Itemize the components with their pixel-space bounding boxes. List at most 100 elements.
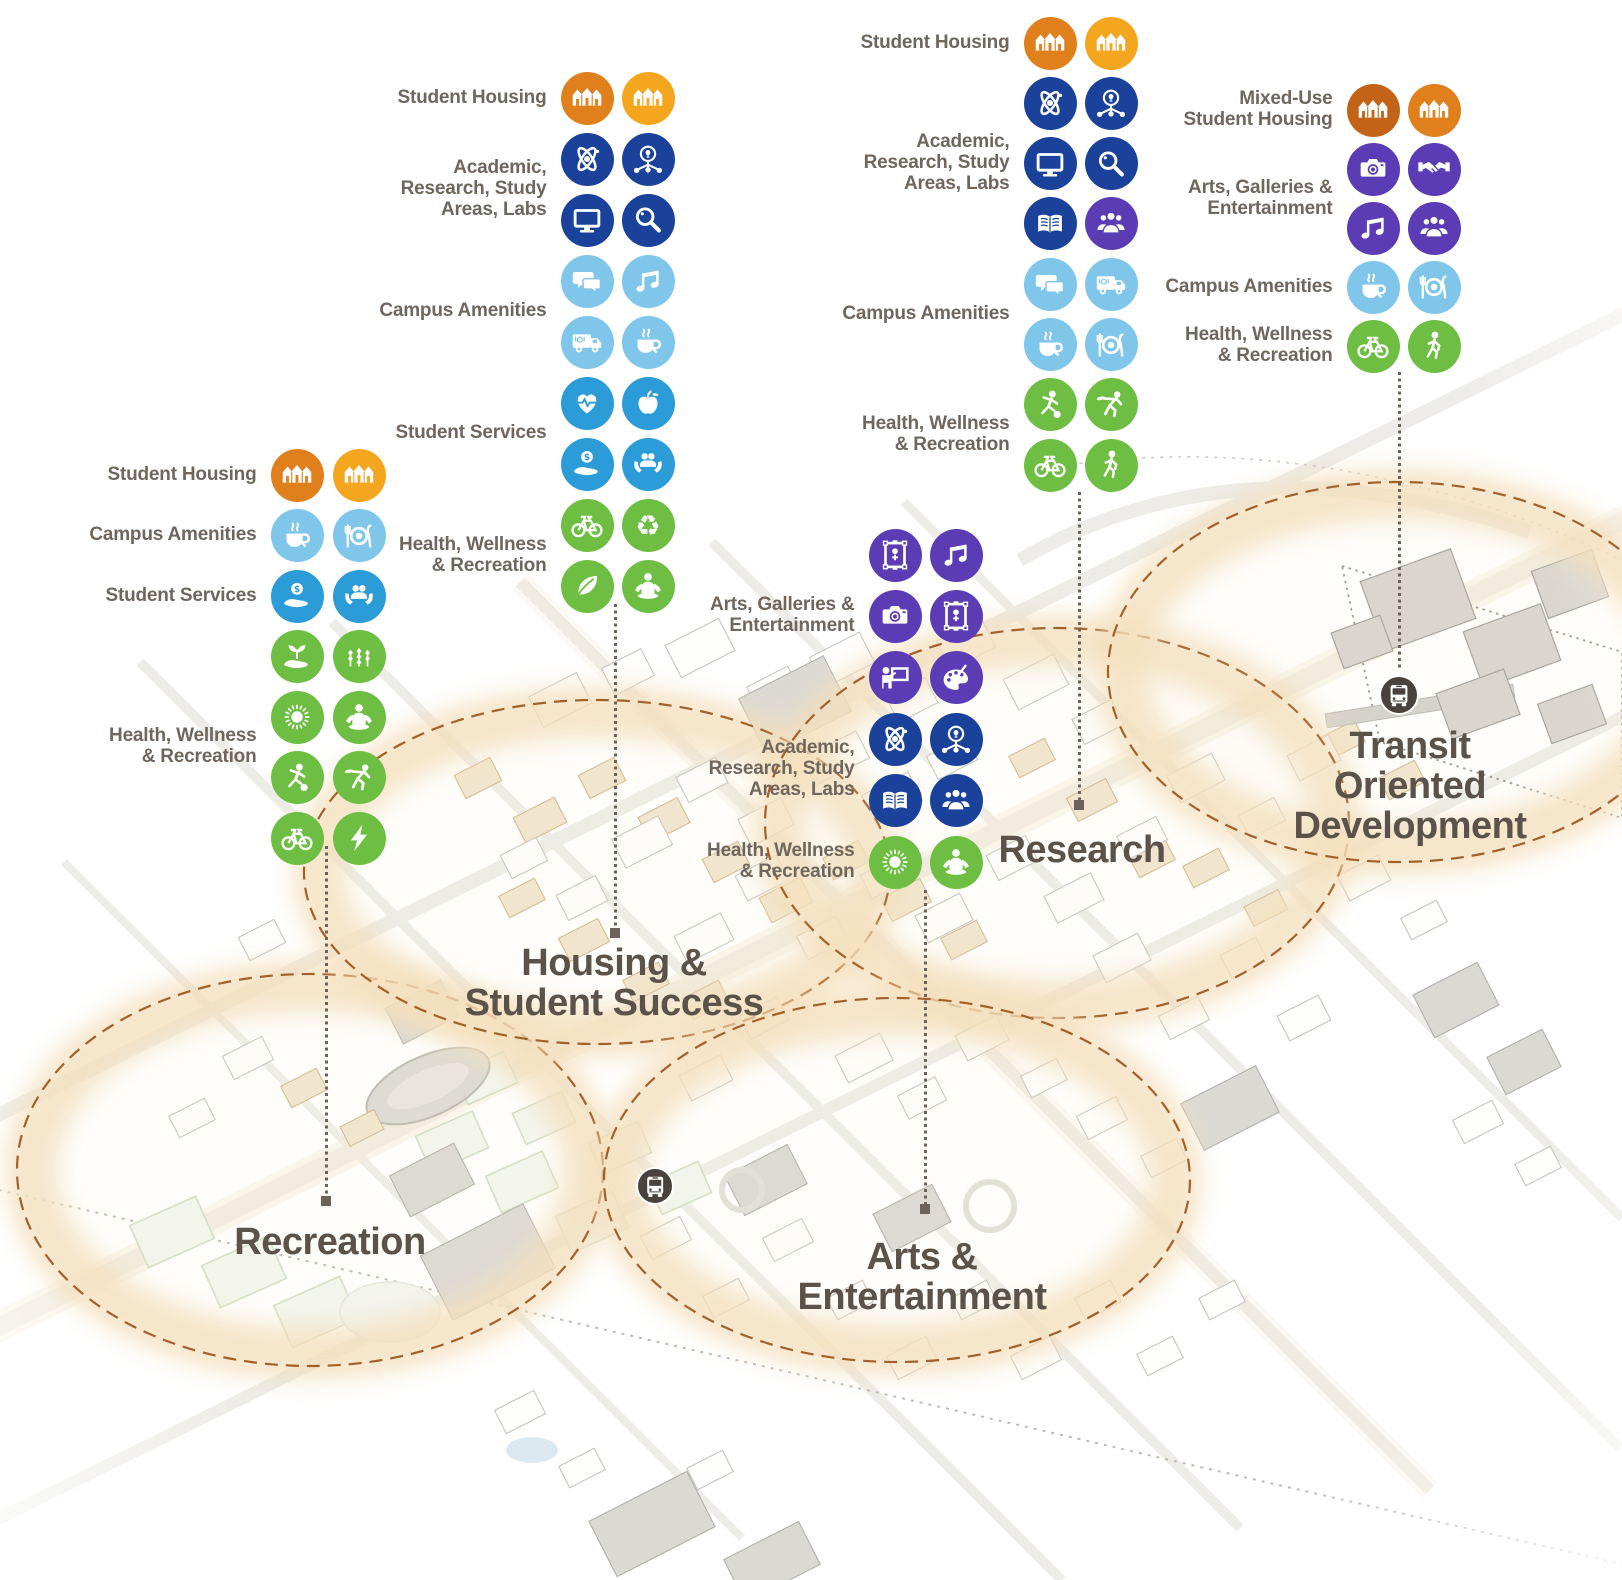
forkplate-icon (1084, 318, 1138, 371)
leader-line-recreation (324, 846, 328, 1196)
coffee-icon (1023, 318, 1077, 371)
forkplate-icon (332, 509, 386, 562)
legend-group-label: Health, Wellness & Recreation (109, 725, 257, 768)
sun-icon (868, 835, 922, 889)
legend-group-label: Student Housing (107, 463, 257, 485)
legend-group-label: Academic, Research, Study Areas, Labs (708, 737, 855, 801)
housing-icon (621, 71, 675, 125)
recycle-icon (621, 498, 675, 552)
district-label-research: Research (998, 829, 1166, 871)
coffee-icon (1346, 260, 1400, 314)
district-label-housing-student-success: Housing & Student Success (464, 942, 764, 1024)
legend-group-label: Academic, Research, Study Areas, Labs (400, 157, 547, 220)
bike-icon (270, 811, 324, 865)
leader-marker-housing-student-success (610, 928, 620, 938)
leader-line-research (1077, 492, 1081, 800)
housing-icon (1023, 16, 1077, 70)
legend-group-label: Student Services (105, 584, 257, 606)
foodtruck-icon (1084, 257, 1138, 311)
atom-icon (868, 712, 922, 766)
bulbnet-icon (929, 712, 983, 766)
district-label-recreation: Recreation (234, 1221, 426, 1263)
leader-line-housing-student-success (613, 604, 617, 928)
coffee-icon (621, 315, 675, 369)
bike-icon (560, 498, 614, 552)
walk-icon (1084, 438, 1138, 492)
legend-group-label: Student Housing (860, 31, 1010, 53)
housing-icon (560, 71, 614, 125)
atom-icon (560, 132, 614, 186)
district-label-transit-oriented-development: Transit Oriented Development (1293, 725, 1527, 847)
legend-group-label: Student Housing (397, 86, 547, 108)
district-label-arts-entertainment: Arts & Entertainment (797, 1236, 1047, 1318)
leader-marker-research (1074, 800, 1084, 810)
coffee-icon (270, 509, 324, 562)
chat-icon (560, 254, 614, 308)
housing-icon (1084, 16, 1138, 70)
transit-station-bus-icon (1379, 675, 1419, 715)
magnifier-icon (621, 193, 675, 247)
lightning-icon (332, 811, 386, 865)
soccer-icon (1023, 378, 1077, 432)
soccer-icon (270, 751, 324, 804)
transit-station-bus-icon (636, 1167, 674, 1205)
presenter-icon (868, 651, 922, 705)
legend-group-label: Campus Amenities (842, 302, 1010, 324)
district-circle-recreation (5, 960, 615, 1380)
music-icon (1346, 201, 1400, 255)
camera-icon (868, 589, 922, 643)
leader-line-transit-oriented-development (1397, 372, 1401, 668)
monitor-icon (1023, 137, 1077, 191)
book-icon (868, 774, 922, 828)
legend-group-label: Arts, Galleries & Entertainment (710, 594, 855, 637)
people-icon (1407, 201, 1461, 255)
camera-icon (1346, 142, 1400, 196)
peoplehands-icon (621, 437, 675, 491)
heartpulse-icon (560, 376, 614, 430)
foodtruck-icon (560, 315, 614, 369)
bike-icon (1023, 438, 1077, 492)
frisbee-icon (332, 751, 386, 804)
people-icon (929, 774, 983, 828)
leader-marker-arts-entertainment (920, 1204, 930, 1214)
wheat-icon (332, 630, 386, 683)
meditate-icon (929, 835, 983, 889)
frisbee-icon (1084, 378, 1138, 432)
frame-icon (929, 589, 983, 643)
walk-icon (1407, 319, 1461, 373)
meditate-icon (332, 690, 386, 744)
peoplehands-icon (332, 569, 386, 623)
book-icon (1023, 197, 1077, 251)
sun-icon (270, 690, 324, 744)
district-circle-arts-entertainment (592, 984, 1202, 1376)
housing-icon (270, 448, 324, 502)
leaf-icon (560, 559, 614, 613)
bulbnet-icon (621, 132, 675, 186)
frame-icon (868, 528, 922, 582)
housing-icon (332, 448, 386, 502)
palette-icon (929, 651, 983, 705)
legend-group-label: Arts, Galleries & Entertainment (1188, 176, 1333, 219)
legend-group-label: Academic, Research, Study Areas, Labs (863, 131, 1010, 195)
dollarhand-icon (560, 437, 614, 491)
music-icon (621, 254, 675, 308)
monitor-icon (560, 193, 614, 247)
legend-group-label: Health, Wellness & Recreation (707, 840, 855, 882)
music-icon (929, 528, 983, 582)
bulbnet-icon (1084, 76, 1138, 130)
chat-icon (1023, 257, 1077, 311)
apple-icon (621, 376, 675, 430)
housing-icon (1407, 83, 1461, 137)
leader-marker-recreation (321, 1196, 331, 1206)
housing-icon (1346, 83, 1400, 137)
legend-group-label: Mixed-Use Student Housing (1183, 88, 1333, 130)
forkplate-icon (1407, 260, 1461, 314)
legend-group-label: Health, Wellness & Recreation (862, 412, 1010, 455)
legend-group-label: Health, Wellness & Recreation (399, 533, 547, 576)
legend-group-label: Student Services (395, 422, 547, 443)
dollarhand-icon (270, 569, 324, 623)
